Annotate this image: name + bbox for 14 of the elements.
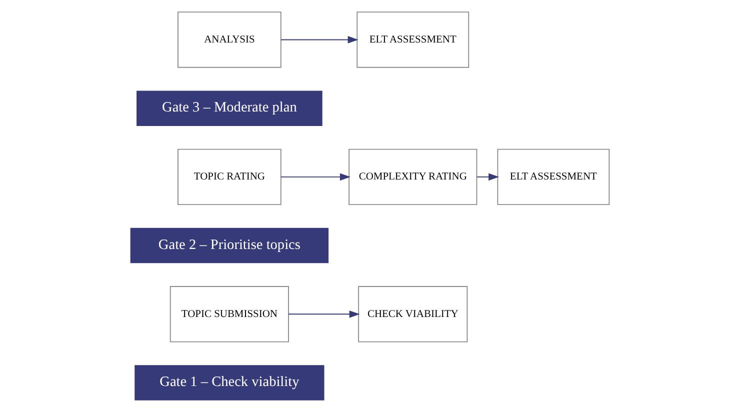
node-box: TOPIC RATING bbox=[178, 148, 282, 206]
arrow bbox=[288, 310, 360, 318]
node-box: Gate 1 – Check viability bbox=[134, 365, 324, 400]
node-box: Gate 3 – Moderate plan bbox=[136, 90, 322, 126]
node-box: COMPLEXITY RATING bbox=[348, 148, 478, 206]
node-box: ELT ASSESSMENT bbox=[497, 148, 610, 206]
node-box: ELT ASSESSMENT bbox=[356, 12, 470, 68]
node-box: Gate 2 – Prioritise topics bbox=[130, 228, 329, 264]
arrow bbox=[476, 173, 500, 181]
arrow bbox=[280, 173, 350, 181]
node-box: CHECK VIABILITY bbox=[358, 286, 468, 342]
node-box: ANALYSIS bbox=[178, 12, 282, 68]
arrow bbox=[280, 36, 358, 44]
node-box: TOPIC SUBMISSION bbox=[170, 286, 289, 342]
